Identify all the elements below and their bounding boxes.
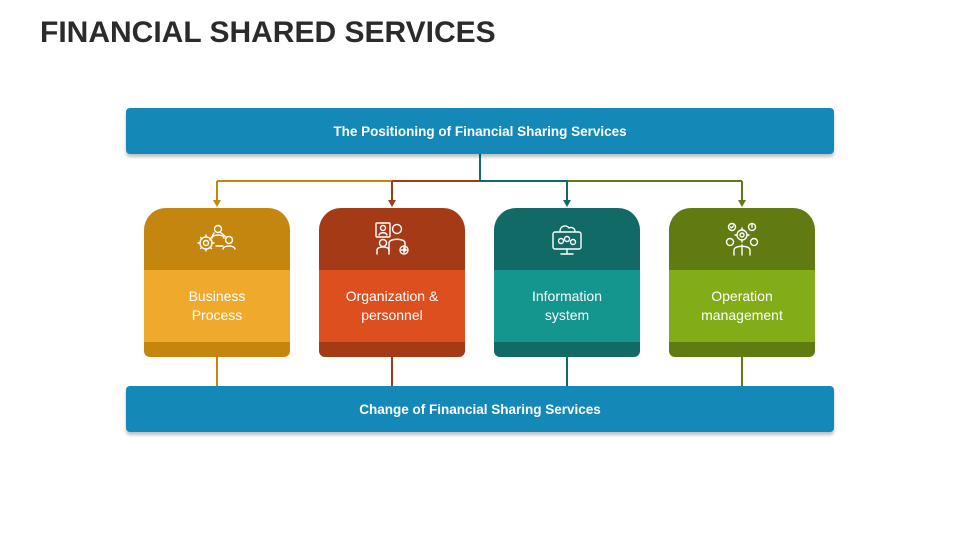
card-head-4 xyxy=(669,208,815,270)
card-foot-4 xyxy=(669,342,815,357)
card-foot-3 xyxy=(494,342,640,357)
bottom-banner: Change of Financial Sharing Services xyxy=(126,386,834,432)
top-banner: The Positioning of Financial Sharing Ser… xyxy=(126,108,834,154)
arrowhead-2 xyxy=(388,200,396,207)
card-organization-personnel: Organization &personnel xyxy=(319,208,465,357)
gear-people-network-icon xyxy=(196,218,238,260)
arrowhead-1 xyxy=(213,200,221,207)
page-title: FINANCIAL SHARED SERVICES xyxy=(40,16,496,49)
card-head-2 xyxy=(319,208,465,270)
card-body-2: Organization &personnel xyxy=(319,270,465,342)
arrowhead-3 xyxy=(563,200,571,207)
management-gear-person-icon xyxy=(721,218,763,260)
card-head-1 xyxy=(144,208,290,270)
card-label-2: Organization &personnel xyxy=(345,288,439,323)
arrowhead-4 xyxy=(738,200,746,207)
top-banner-label: The Positioning of Financial Sharing Ser… xyxy=(333,123,627,139)
card-foot-2 xyxy=(319,342,465,357)
card-foot-1 xyxy=(144,342,290,357)
bottom-banner-label: Change of Financial Sharing Services xyxy=(359,401,601,417)
team-people-icon xyxy=(371,218,413,260)
card-head-3 xyxy=(494,208,640,270)
cloud-monitor-icon xyxy=(546,218,588,260)
